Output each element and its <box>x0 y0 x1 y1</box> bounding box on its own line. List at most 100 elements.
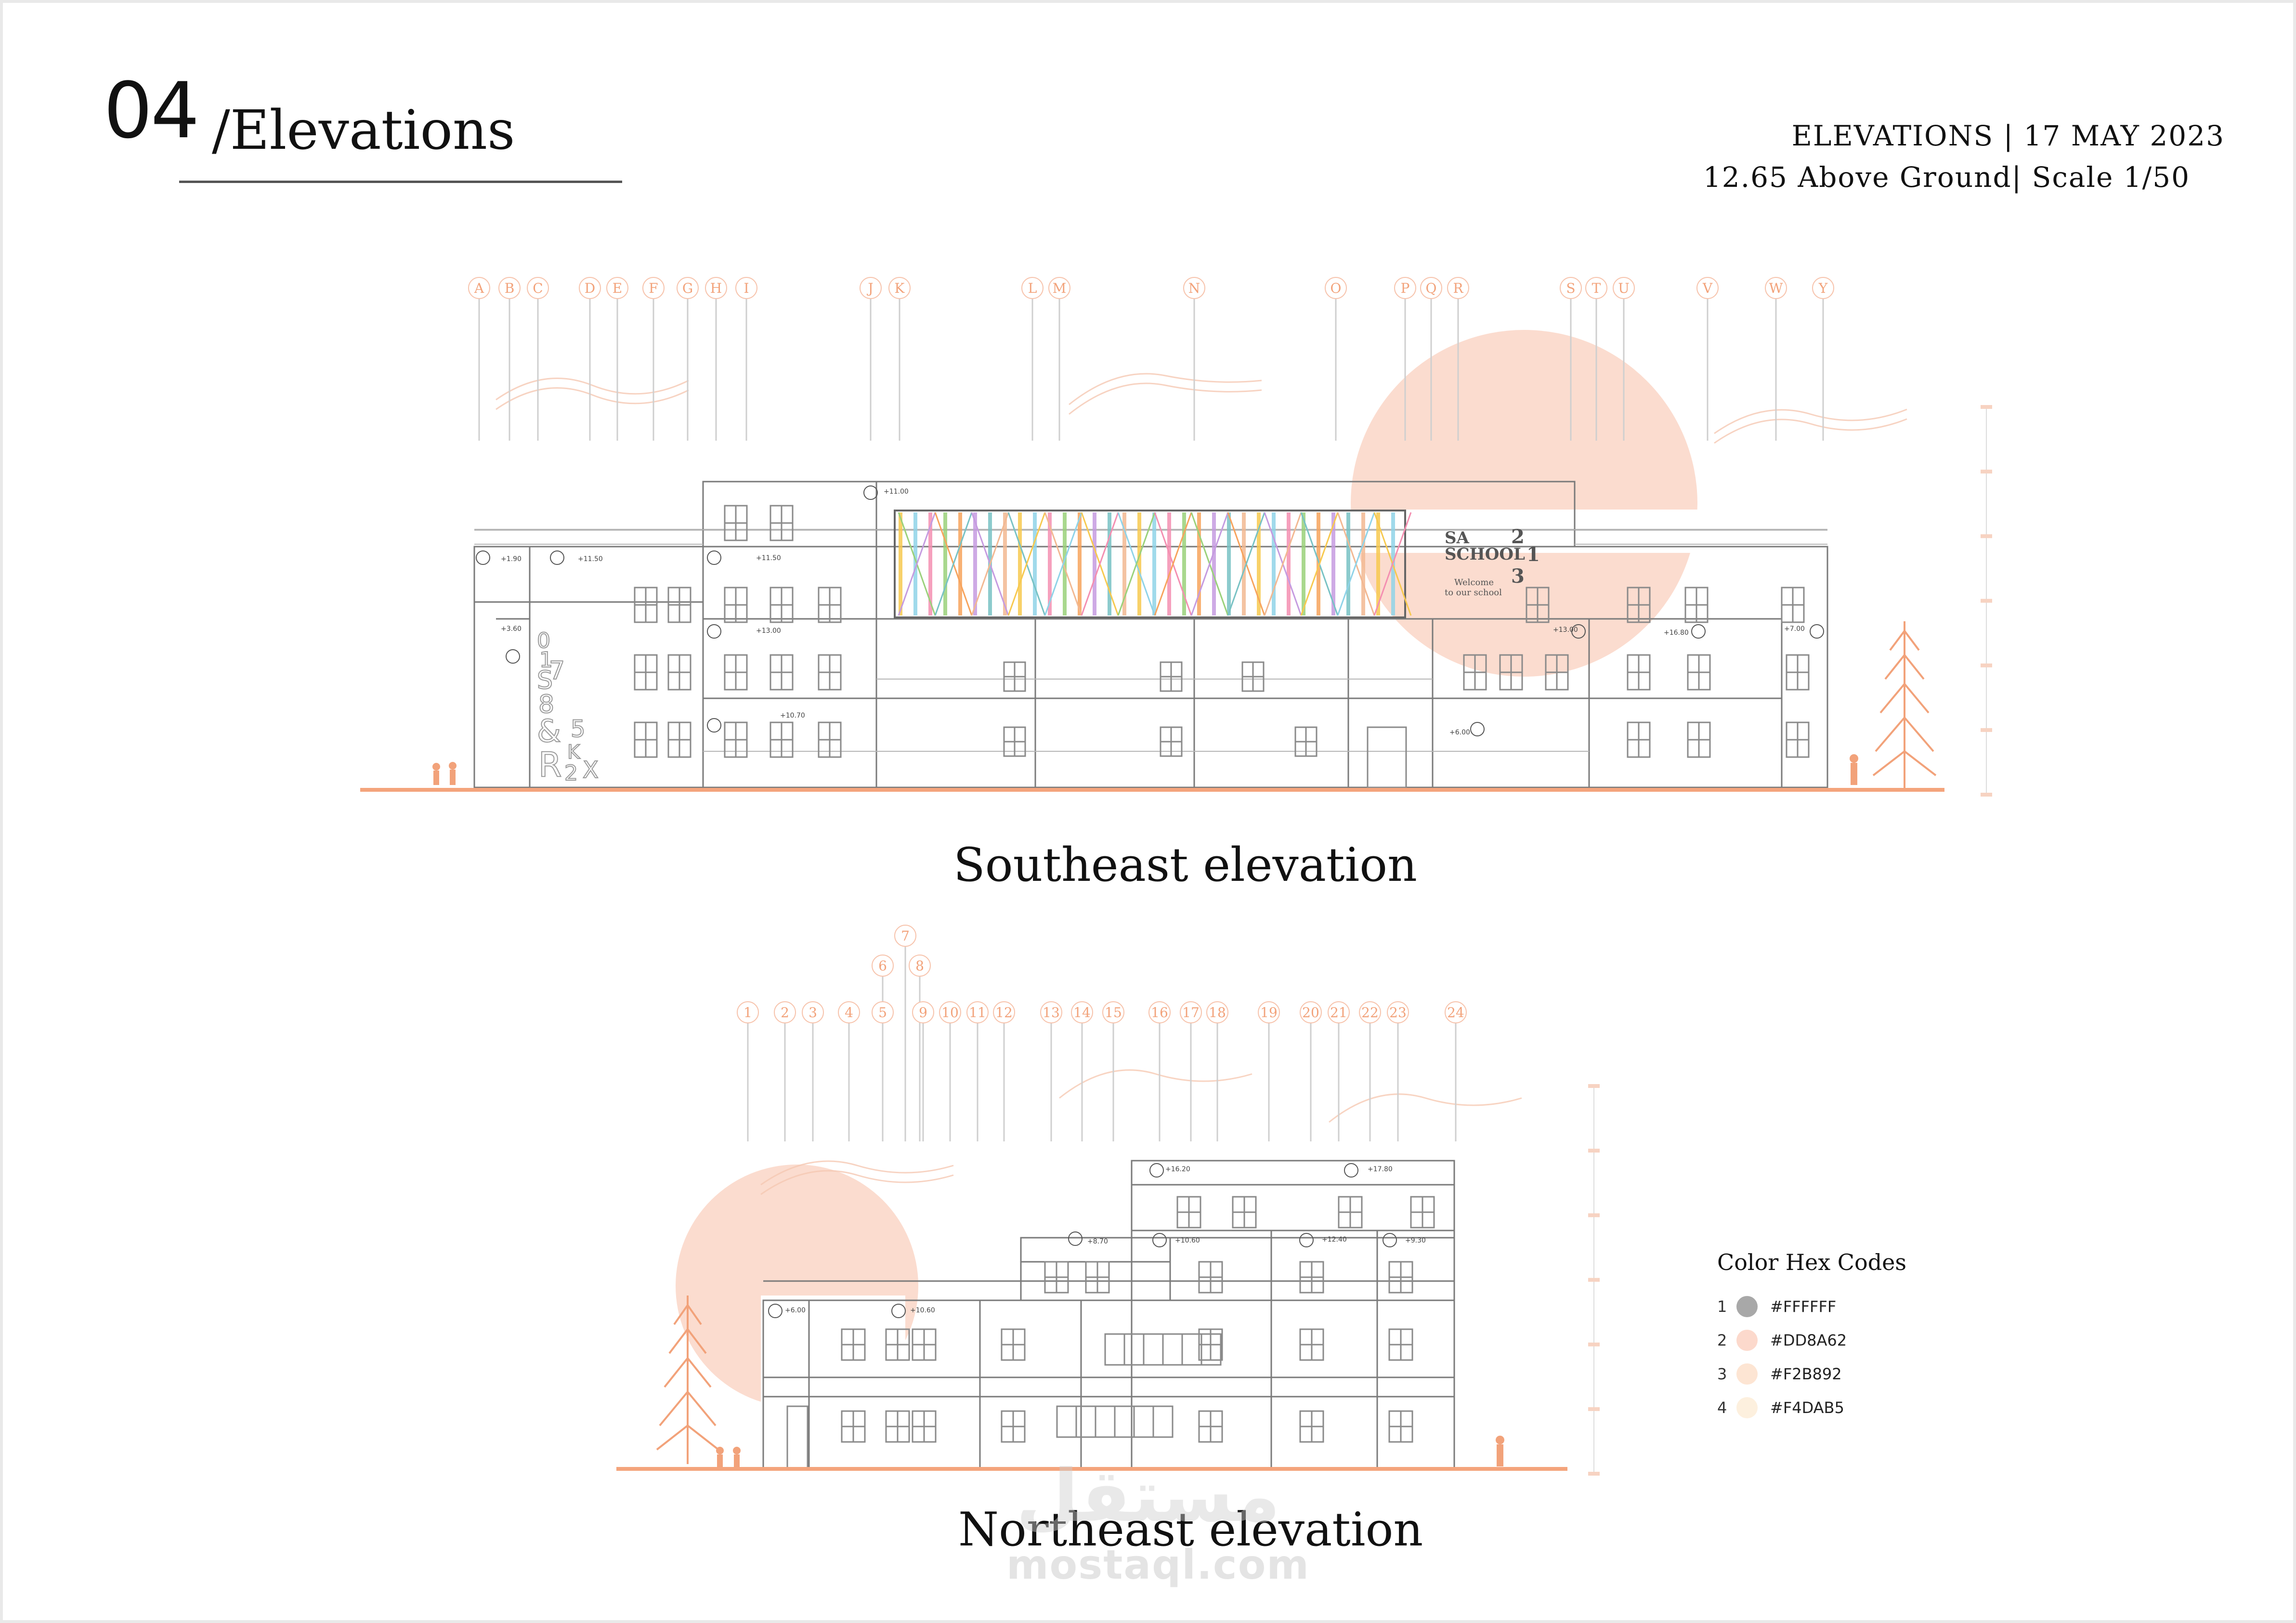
entrance-door <box>1367 726 1407 788</box>
grid-label-text: 12 <box>995 1005 1013 1021</box>
colorful-curtain-wall <box>898 512 1412 616</box>
southeast-caption: Southeast elevation <box>953 838 1417 892</box>
grid-label: J <box>860 277 882 299</box>
sign-sa: SA <box>1445 528 1470 548</box>
curtain-fin <box>1287 512 1291 615</box>
legend-item-number: 3 <box>1717 1365 1727 1383</box>
grid-label-text: Q <box>1426 280 1437 296</box>
grid-label-text: 24 <box>1447 1005 1464 1021</box>
graphic-letter: 7 <box>549 656 565 685</box>
grid-label-text: V <box>1702 280 1713 296</box>
grid-label-text: W <box>1769 280 1783 296</box>
grid-label: 1 <box>737 1001 759 1023</box>
grid-label-text: 15 <box>1105 1005 1122 1021</box>
grid-label-text: O <box>1331 280 1342 296</box>
grid-label-text: 16 <box>1151 1005 1168 1021</box>
grid-label-text: M <box>1053 280 1067 296</box>
tree-southeast <box>1872 621 1937 790</box>
grid-label-text: 13 <box>1043 1005 1060 1021</box>
grid-label: 18 <box>1206 1001 1228 1023</box>
level-tag: +10.60 <box>910 1307 935 1314</box>
level-tag: +10.70 <box>780 712 805 720</box>
railings <box>474 529 1827 752</box>
legend-title: Color Hex Codes <box>1717 1249 1906 1275</box>
curtain-diagonal <box>1007 512 1046 616</box>
graphic-letter: 1 <box>539 648 553 672</box>
level-tag: +11.00 <box>884 488 909 496</box>
graphic-letter: 0 <box>537 628 550 653</box>
curtain-diagonal <box>1117 512 1156 616</box>
grid-label-text: 5 <box>878 1005 887 1021</box>
section-markers <box>768 1163 1397 1318</box>
curtain-diagonal <box>1044 512 1083 616</box>
curtain-diagonal <box>1264 512 1302 616</box>
grid-label: 23 <box>1387 1001 1409 1023</box>
legend-swatch <box>1736 1330 1758 1351</box>
grid-label: E <box>606 277 628 299</box>
grid-label: H <box>705 277 727 299</box>
grid-label-text: E <box>613 280 622 296</box>
grid-label-text: A <box>474 280 484 296</box>
legend-item-number: 2 <box>1717 1331 1727 1349</box>
curtain-fin <box>1137 512 1141 615</box>
grid-label-text: K <box>895 280 905 296</box>
window-set <box>786 1196 1435 1469</box>
legend-item: 2 #DD8A62 <box>1717 1323 1906 1357</box>
grid-leader-lines <box>747 946 1457 1141</box>
graphic-letter: 2 <box>564 761 578 785</box>
curtain-fin <box>1272 512 1276 615</box>
sign-school: SCHOOL <box>1445 545 1525 564</box>
legend-item-number: 4 <box>1717 1399 1727 1417</box>
grid-label-text: 10 <box>941 1005 959 1021</box>
grid-label: Q <box>1420 277 1442 299</box>
level-tag: +8.70 <box>1087 1238 1108 1245</box>
grid-label: 11 <box>966 1001 989 1023</box>
grid-label: 24 <box>1445 1001 1467 1023</box>
level-tags: +1.90 +11.50 +11.50 +3.60 +13.00 +10.70 … <box>501 488 1805 736</box>
grid-label-text: 8 <box>915 958 924 974</box>
title-underline <box>179 181 622 183</box>
grid-label-text: U <box>1618 280 1630 296</box>
curtain-fin <box>1376 512 1380 615</box>
curtain-fin <box>1152 512 1156 615</box>
grid-label-text: 23 <box>1389 1005 1407 1021</box>
curtain-fin <box>943 512 947 615</box>
curtain-fin <box>1018 512 1022 615</box>
level-tag: +13.00 <box>1553 626 1578 634</box>
grid-label: 19 <box>1258 1001 1280 1023</box>
grid-label: 21 <box>1328 1001 1350 1023</box>
grid-label: 10 <box>939 1001 961 1023</box>
curtain-diagonal <box>1300 512 1339 616</box>
drawing-meta-date: ELEVATIONS | 17 MAY 2023 <box>1791 119 2225 152</box>
grid-label: 5 <box>872 1001 894 1023</box>
grid-label: 15 <box>1102 1001 1124 1023</box>
legend-hex: #FFFFFF <box>1770 1297 1837 1316</box>
curtain-diagonal <box>898 512 936 616</box>
grid-label-text: 17 <box>1182 1005 1200 1021</box>
grid-label-text: P <box>1401 280 1410 296</box>
grid-label: G <box>677 277 699 299</box>
people-figures <box>432 754 1858 785</box>
curtain-diagonal <box>1190 512 1229 616</box>
tree-northeast <box>656 1296 719 1464</box>
grid-label: 7 <box>894 925 916 947</box>
grid-label: 17 <box>1180 1001 1202 1023</box>
grid-label: 3 <box>802 1001 824 1023</box>
background-wave-hatching <box>496 373 1907 444</box>
grid-label-text: Y <box>1818 280 1828 296</box>
level-tag: +17.80 <box>1368 1165 1393 1173</box>
level-tag: +6.00 <box>785 1307 806 1314</box>
legend-swatch <box>1736 1397 1758 1418</box>
curtain-fin <box>1048 512 1052 615</box>
curtain-fin <box>1093 512 1096 615</box>
curtain-fin <box>1108 512 1111 615</box>
section-number: 04 <box>104 65 200 156</box>
ground-line-southeast <box>360 788 1944 792</box>
curtain-diagonal <box>1081 512 1119 616</box>
grid-label: 14 <box>1071 1001 1093 1023</box>
curtain-fin <box>1346 512 1350 615</box>
grid-label-text: 20 <box>1302 1005 1319 1021</box>
grid-label: 12 <box>993 1001 1015 1023</box>
